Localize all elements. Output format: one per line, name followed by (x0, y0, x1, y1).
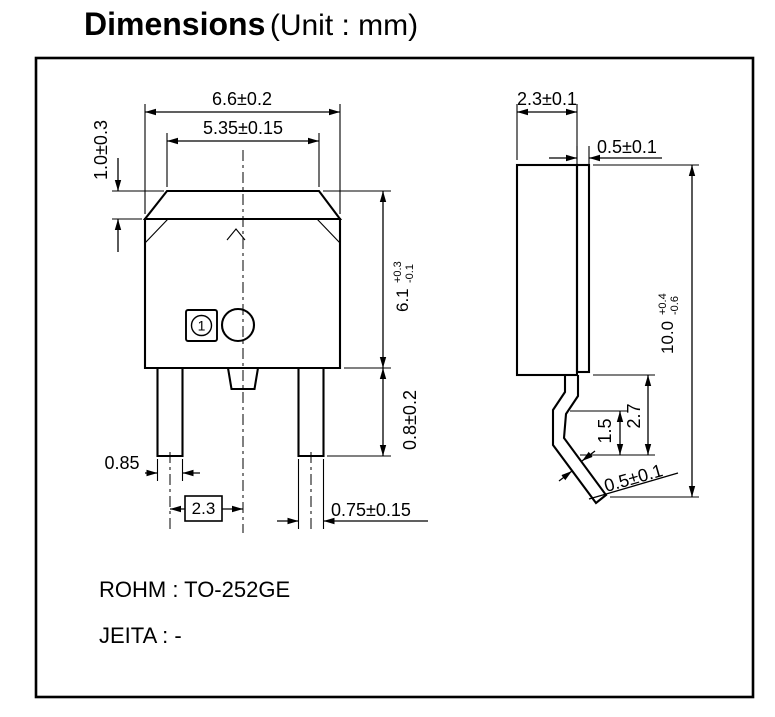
side-view (515, 163, 608, 505)
title-unit: (Unit : mm) (269, 9, 419, 42)
dim-side-lead-thickness: 0.5±0.1 (558, 450, 679, 500)
dim-side-body-thickness: 2.3±0.1 (516, 89, 578, 160)
dim-front-lead-width-right: 0.75±0.15 (277, 459, 428, 529)
lead-center-stub (226, 367, 260, 391)
ejector-mark-circle (220, 307, 256, 343)
pin1-indicator: 1 (185, 309, 218, 342)
jeita-package-name: JEITA : - (99, 623, 182, 648)
dim-side-lead-bend-height: 2.7 (580, 374, 655, 456)
dim-side-tab-thickness: 0.5±0.1 (549, 137, 662, 170)
lead-right (297, 368, 325, 458)
dim-side-overall-height: 10.0 +0.4 -0.6 (593, 164, 699, 498)
package-body-outline (143, 217, 342, 370)
side-tab-outline (575, 163, 591, 374)
dim-label-lead-bend-height: 2.7 (624, 403, 644, 428)
dim-front-lead-pitch: 2.3 (170, 495, 243, 522)
lead-left (156, 368, 184, 458)
dim-front-lead-width-left: 0.85 (104, 453, 200, 481)
gate-mark (226, 228, 246, 241)
side-body-outline (515, 163, 579, 377)
body-chamfer-right (316, 218, 341, 244)
dim-label-lead-foot-height: 1.5 (595, 418, 615, 443)
dim-label-lead-thickness: 0.5±0.1 (602, 460, 665, 496)
dim-front-body-width: 6.6±0.2 (144, 89, 341, 214)
drawing-frame (34, 56, 755, 699)
dim-label-lead-pitch: 2.3 (192, 499, 216, 518)
dim-label-body-height: 6.1 +0.3 -0.1 (392, 261, 416, 312)
dim-label-tab-thickness: 0.5±0.1 (597, 137, 657, 157)
dim-front-lead-length: 0.8±0.2 (327, 368, 420, 457)
dim-label-tab-width: 5.35±0.15 (203, 118, 283, 138)
dim-reference-box (184, 495, 223, 522)
svg-text:+0.4: +0.4 (657, 293, 669, 315)
dim-front-tab-width: 5.35±0.15 (166, 118, 320, 187)
svg-text:+0.3: +0.3 (392, 261, 404, 283)
dim-label-lead-width-left: 0.85 (104, 453, 139, 473)
body-chamfer-left (144, 218, 169, 244)
rohm-package-name: ROHM : TO-252GE (99, 577, 290, 602)
dim-label-lead-length: 0.8±0.2 (400, 390, 420, 450)
dim-label-body-width: 6.6±0.2 (212, 89, 272, 109)
svg-text:10.0: 10.0 (658, 321, 677, 354)
dim-label-overall-height: 10.0 +0.4 -0.6 (657, 293, 681, 354)
dim-side-lead-foot-height: 1.5 (570, 410, 627, 455)
title-dimensions: Dimensions (84, 6, 266, 42)
dim-label-body-thickness: 2.3±0.1 (517, 89, 577, 109)
svg-text:-0.6: -0.6 (669, 296, 681, 315)
dim-front-tab-height: 1.0±0.3 (91, 120, 164, 252)
dim-label-tab-height: 1.0±0.3 (91, 120, 111, 180)
dim-label-lead-width-right: 0.75±0.15 (331, 500, 411, 520)
svg-text:-0.1: -0.1 (404, 264, 416, 283)
side-lead-outline (551, 375, 608, 505)
front-view: 1 (142, 150, 343, 533)
dim-front-body-height: 6.1 +0.3 -0.1 (323, 190, 416, 369)
svg-text:6.1: 6.1 (393, 288, 412, 312)
page-title: Dimensions (Unit : mm) (84, 6, 418, 43)
pin1-number: 1 (198, 318, 206, 334)
package-names: ROHM : TO-252GE JEITA : - (99, 577, 290, 648)
